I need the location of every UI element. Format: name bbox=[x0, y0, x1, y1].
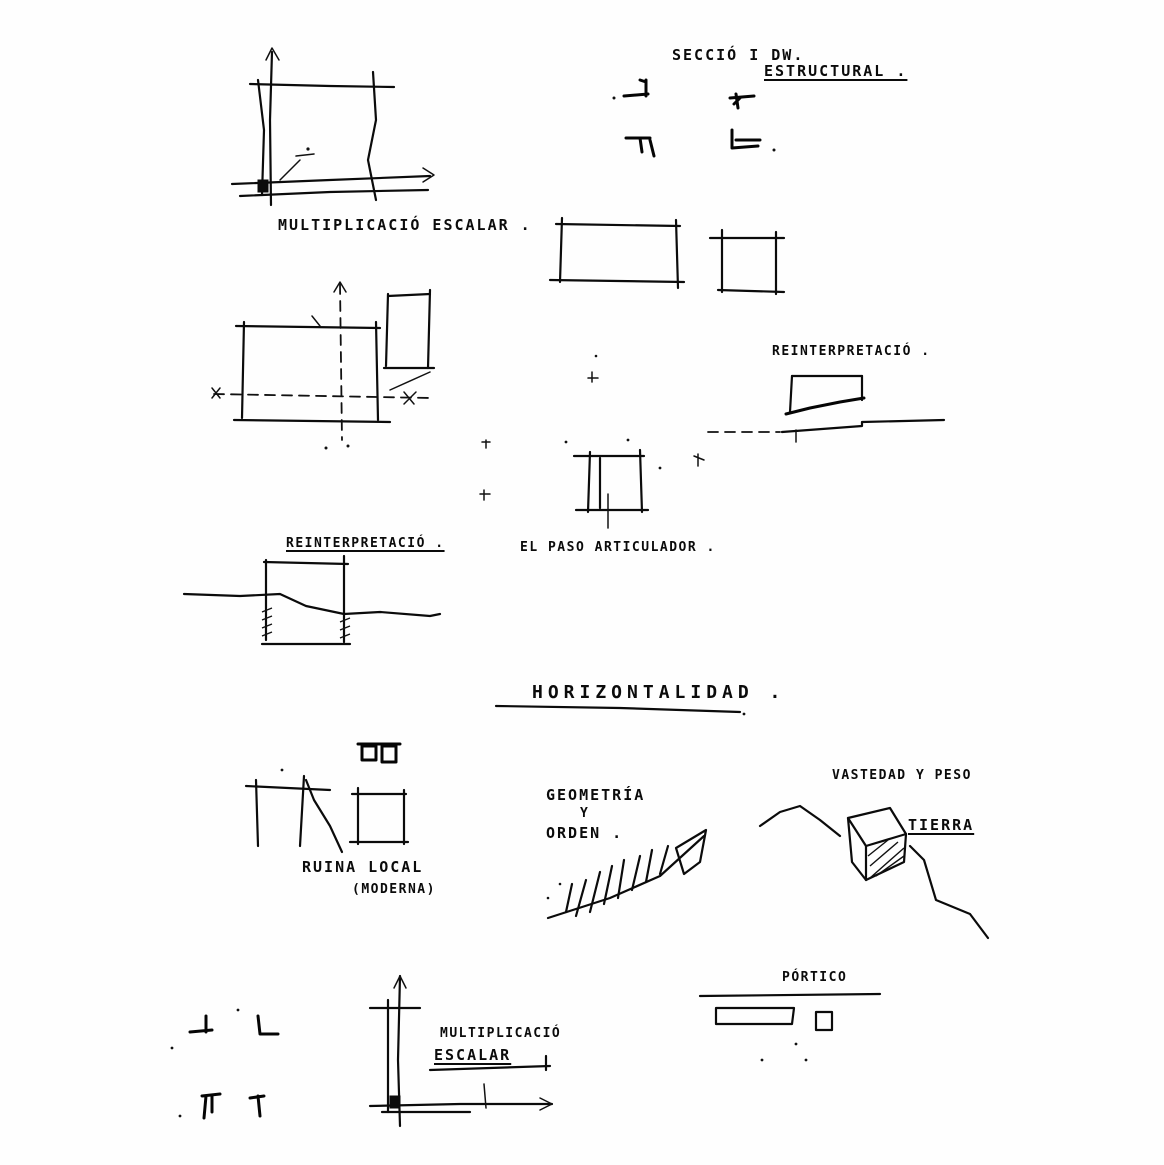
label-el-paso-articulador: EL PASO ARTICULADOR . bbox=[520, 540, 716, 555]
sketch-reinterpretation-left bbox=[182, 554, 442, 646]
sketch-scalar-multiplication-bottom bbox=[368, 974, 554, 1128]
label-y: Y bbox=[580, 806, 590, 821]
sketch-center-marks bbox=[479, 354, 599, 501]
label-moderna: (MODERNA) bbox=[352, 882, 436, 897]
label-tierra: TIERRA bbox=[908, 816, 975, 834]
label-orden: ORDEN . bbox=[546, 824, 624, 842]
label-multiplicacio-escalar-top: MULTIPLICACIÓ ESCALAR . bbox=[278, 216, 532, 234]
sketch-frames-pair bbox=[548, 216, 786, 296]
sketch-cross-section bbox=[211, 281, 436, 450]
sketch-horizontality-line bbox=[494, 704, 746, 716]
sketch-modern-ruin bbox=[244, 742, 410, 854]
label-ruina-local: RUINA LOCAL bbox=[302, 858, 424, 876]
label-escalar: ESCALAR bbox=[434, 1046, 512, 1064]
sketch-bottom-structural-icons bbox=[170, 1008, 280, 1120]
label-multiplicacio: MULTIPLICACIÓ bbox=[440, 1026, 562, 1041]
label-reinterpretacio-right: REINTERPRETACIÓ . bbox=[772, 344, 931, 359]
label-horizontalidad: HORIZONTALIDAD . bbox=[532, 682, 786, 703]
label-seccio: SECCIÓ I DW. bbox=[672, 46, 805, 64]
label-vastedad: VASTEDAD Y PESO bbox=[832, 768, 972, 783]
label-estructural: ESTRUCTURAL . bbox=[764, 62, 908, 80]
sketch-vastness-weight bbox=[758, 804, 990, 940]
sketch-articulating-step bbox=[564, 438, 705, 529]
label-portico: PÓRTICO bbox=[782, 970, 848, 985]
sketch-scalar-multiplication-top bbox=[230, 47, 435, 207]
sketch-structural-sections bbox=[612, 78, 776, 158]
label-geometria: GEOMETRÍA bbox=[546, 786, 646, 804]
label-reinterpretacio-left: REINTERPRETACIÓ . bbox=[286, 536, 445, 551]
sketch-reinterpretation-right bbox=[707, 374, 946, 443]
sketch-portico bbox=[698, 992, 882, 1062]
sketch-geometry-order bbox=[546, 828, 708, 920]
